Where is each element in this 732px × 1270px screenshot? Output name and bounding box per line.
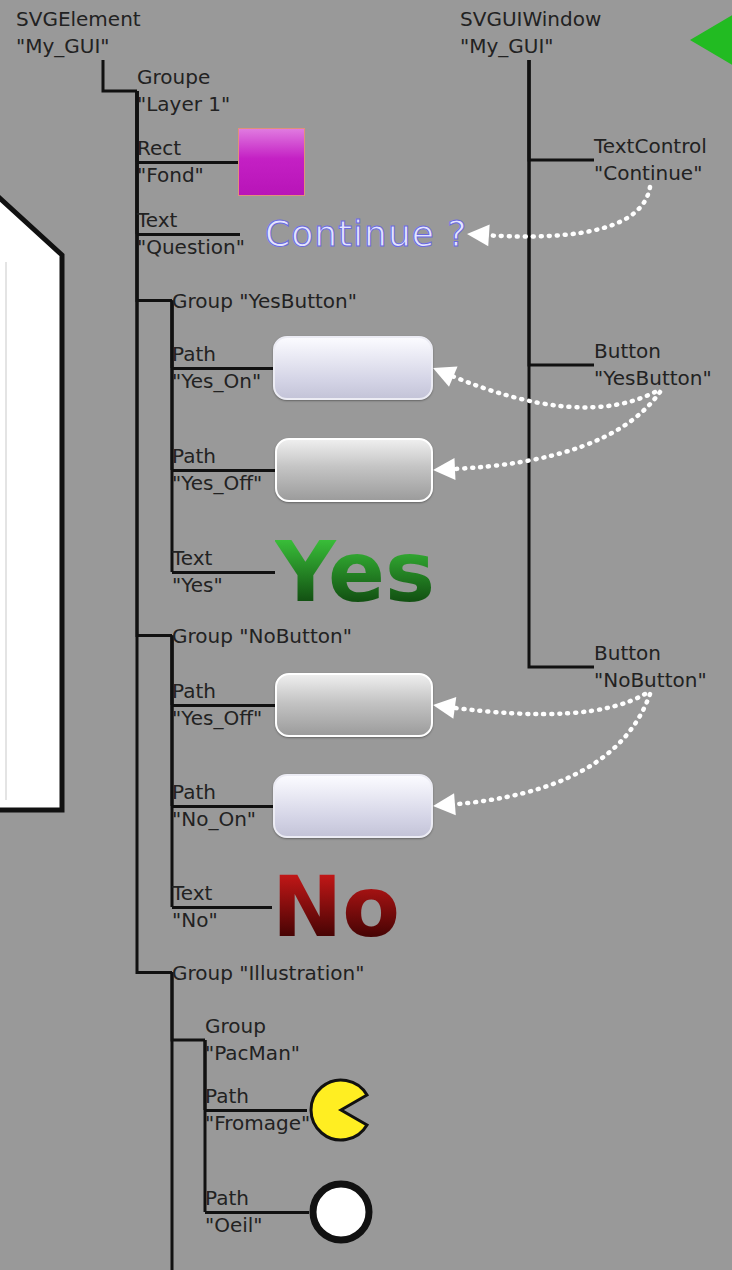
element-label: Path "Yes_On" (172, 341, 272, 395)
arrow-head (433, 458, 455, 480)
tree-node: Path "Yes_On" (172, 335, 433, 401)
button-on-shape (273, 774, 433, 838)
tree-link (529, 60, 594, 160)
tree-node: Path "Yes_Off" (172, 437, 433, 503)
eye-illustration (307, 1178, 375, 1246)
tree-line (103, 60, 137, 91)
tree-node: Text "Yes"Yes (172, 545, 454, 599)
text-graphic: Continue ? (265, 216, 467, 252)
tree-line (529, 60, 594, 365)
button-on-shape (273, 336, 433, 400)
dotted-connector (449, 694, 650, 805)
eye-circle (313, 1184, 369, 1240)
tree-node: Path "Fromage" (205, 1077, 373, 1143)
tree-link (103, 60, 137, 91)
element-label: Rect "Fond" (137, 135, 237, 189)
tree-line (171, 301, 174, 573)
tree-node: TextControl "Continue" (594, 133, 732, 187)
tree-node: Group "Illustration" (172, 959, 402, 986)
cropped-illustration (0, 193, 62, 810)
tree-node: Groupe "Layer 1" (137, 64, 257, 118)
element-label: TextControl "Continue" (594, 133, 732, 187)
arrow-head (433, 697, 456, 719)
tree-node: Group "PacMan" (205, 1013, 317, 1067)
text-graphic: Yes (275, 530, 435, 614)
tree-line (137, 91, 172, 301)
tree-node: Group "YesButton" (172, 287, 382, 314)
element-label: Group "Illustration" (172, 959, 402, 986)
element-label: Path "Yes_Off" (172, 678, 272, 732)
element-label: Path "Fromage" (205, 1083, 317, 1137)
tree-line (529, 60, 594, 667)
arrow-head (433, 366, 458, 386)
element-label: Text "No" (172, 880, 252, 934)
arrow-head (467, 224, 490, 246)
element-label: Path "Yes_Off" (172, 443, 272, 497)
element-label: Groupe "Layer 1" (137, 64, 247, 118)
element-label: Group "PacMan" (205, 1013, 315, 1067)
tree-link (172, 636, 173, 908)
tree-node: SVGElement "My_GUI" (16, 6, 186, 60)
tree-link (529, 60, 594, 667)
tree-node: Rect "Fond" (137, 128, 306, 196)
tree-link (172, 301, 173, 573)
pacman-illustration (307, 1077, 373, 1143)
arrow-head (433, 793, 456, 815)
tree-node: Path "No_On" (172, 773, 433, 839)
element-label: SVGUIWindow "My_GUI" (460, 6, 630, 60)
dotted-connector (483, 187, 650, 236)
dotted-connector (449, 694, 645, 714)
tree-link (529, 60, 594, 365)
element-label: Button "NoButton" (594, 640, 732, 694)
tree-node: Path "Oeil" (205, 1179, 375, 1245)
background-rect (238, 128, 305, 196)
tree-line (171, 636, 174, 908)
element-label: Button "YesButton" (594, 338, 732, 392)
element-label: SVGElement "My_GUI" (16, 6, 186, 60)
tree-node: Text "Question" Continue ? (137, 207, 467, 261)
element-label: Text "Yes" (172, 545, 252, 599)
element-label: Path "No_On" (172, 779, 272, 833)
tree-link (137, 91, 172, 301)
tree-node: Group "NoButton" (172, 622, 382, 649)
text-graphic: No (272, 865, 400, 949)
binding-arrow (433, 392, 660, 480)
button-off-shape (275, 438, 433, 502)
binding-arrow (467, 187, 650, 246)
button-off-shape (275, 673, 433, 737)
element-label: Group "NoButton" (172, 622, 382, 649)
tree-node: Path "Yes_Off" (172, 672, 433, 738)
tree-node: Button "NoButton" (594, 640, 732, 694)
green-triangle (690, 14, 732, 66)
tree-node: Text "No"No (172, 880, 408, 934)
pacman-shape (311, 1080, 367, 1140)
element-label: Text "Question" (137, 207, 249, 261)
tree-line (529, 60, 594, 160)
binding-arrow (433, 694, 650, 815)
element-label: Group "YesButton" (172, 287, 382, 314)
dotted-connector (449, 392, 660, 469)
tree-node: SVGUIWindow "My_GUI" (460, 6, 630, 60)
illustration-detail (5, 262, 7, 800)
element-label: Path "Oeil" (205, 1185, 305, 1239)
tree-node: Button "YesButton" (594, 338, 732, 392)
binding-arrow (433, 694, 645, 719)
